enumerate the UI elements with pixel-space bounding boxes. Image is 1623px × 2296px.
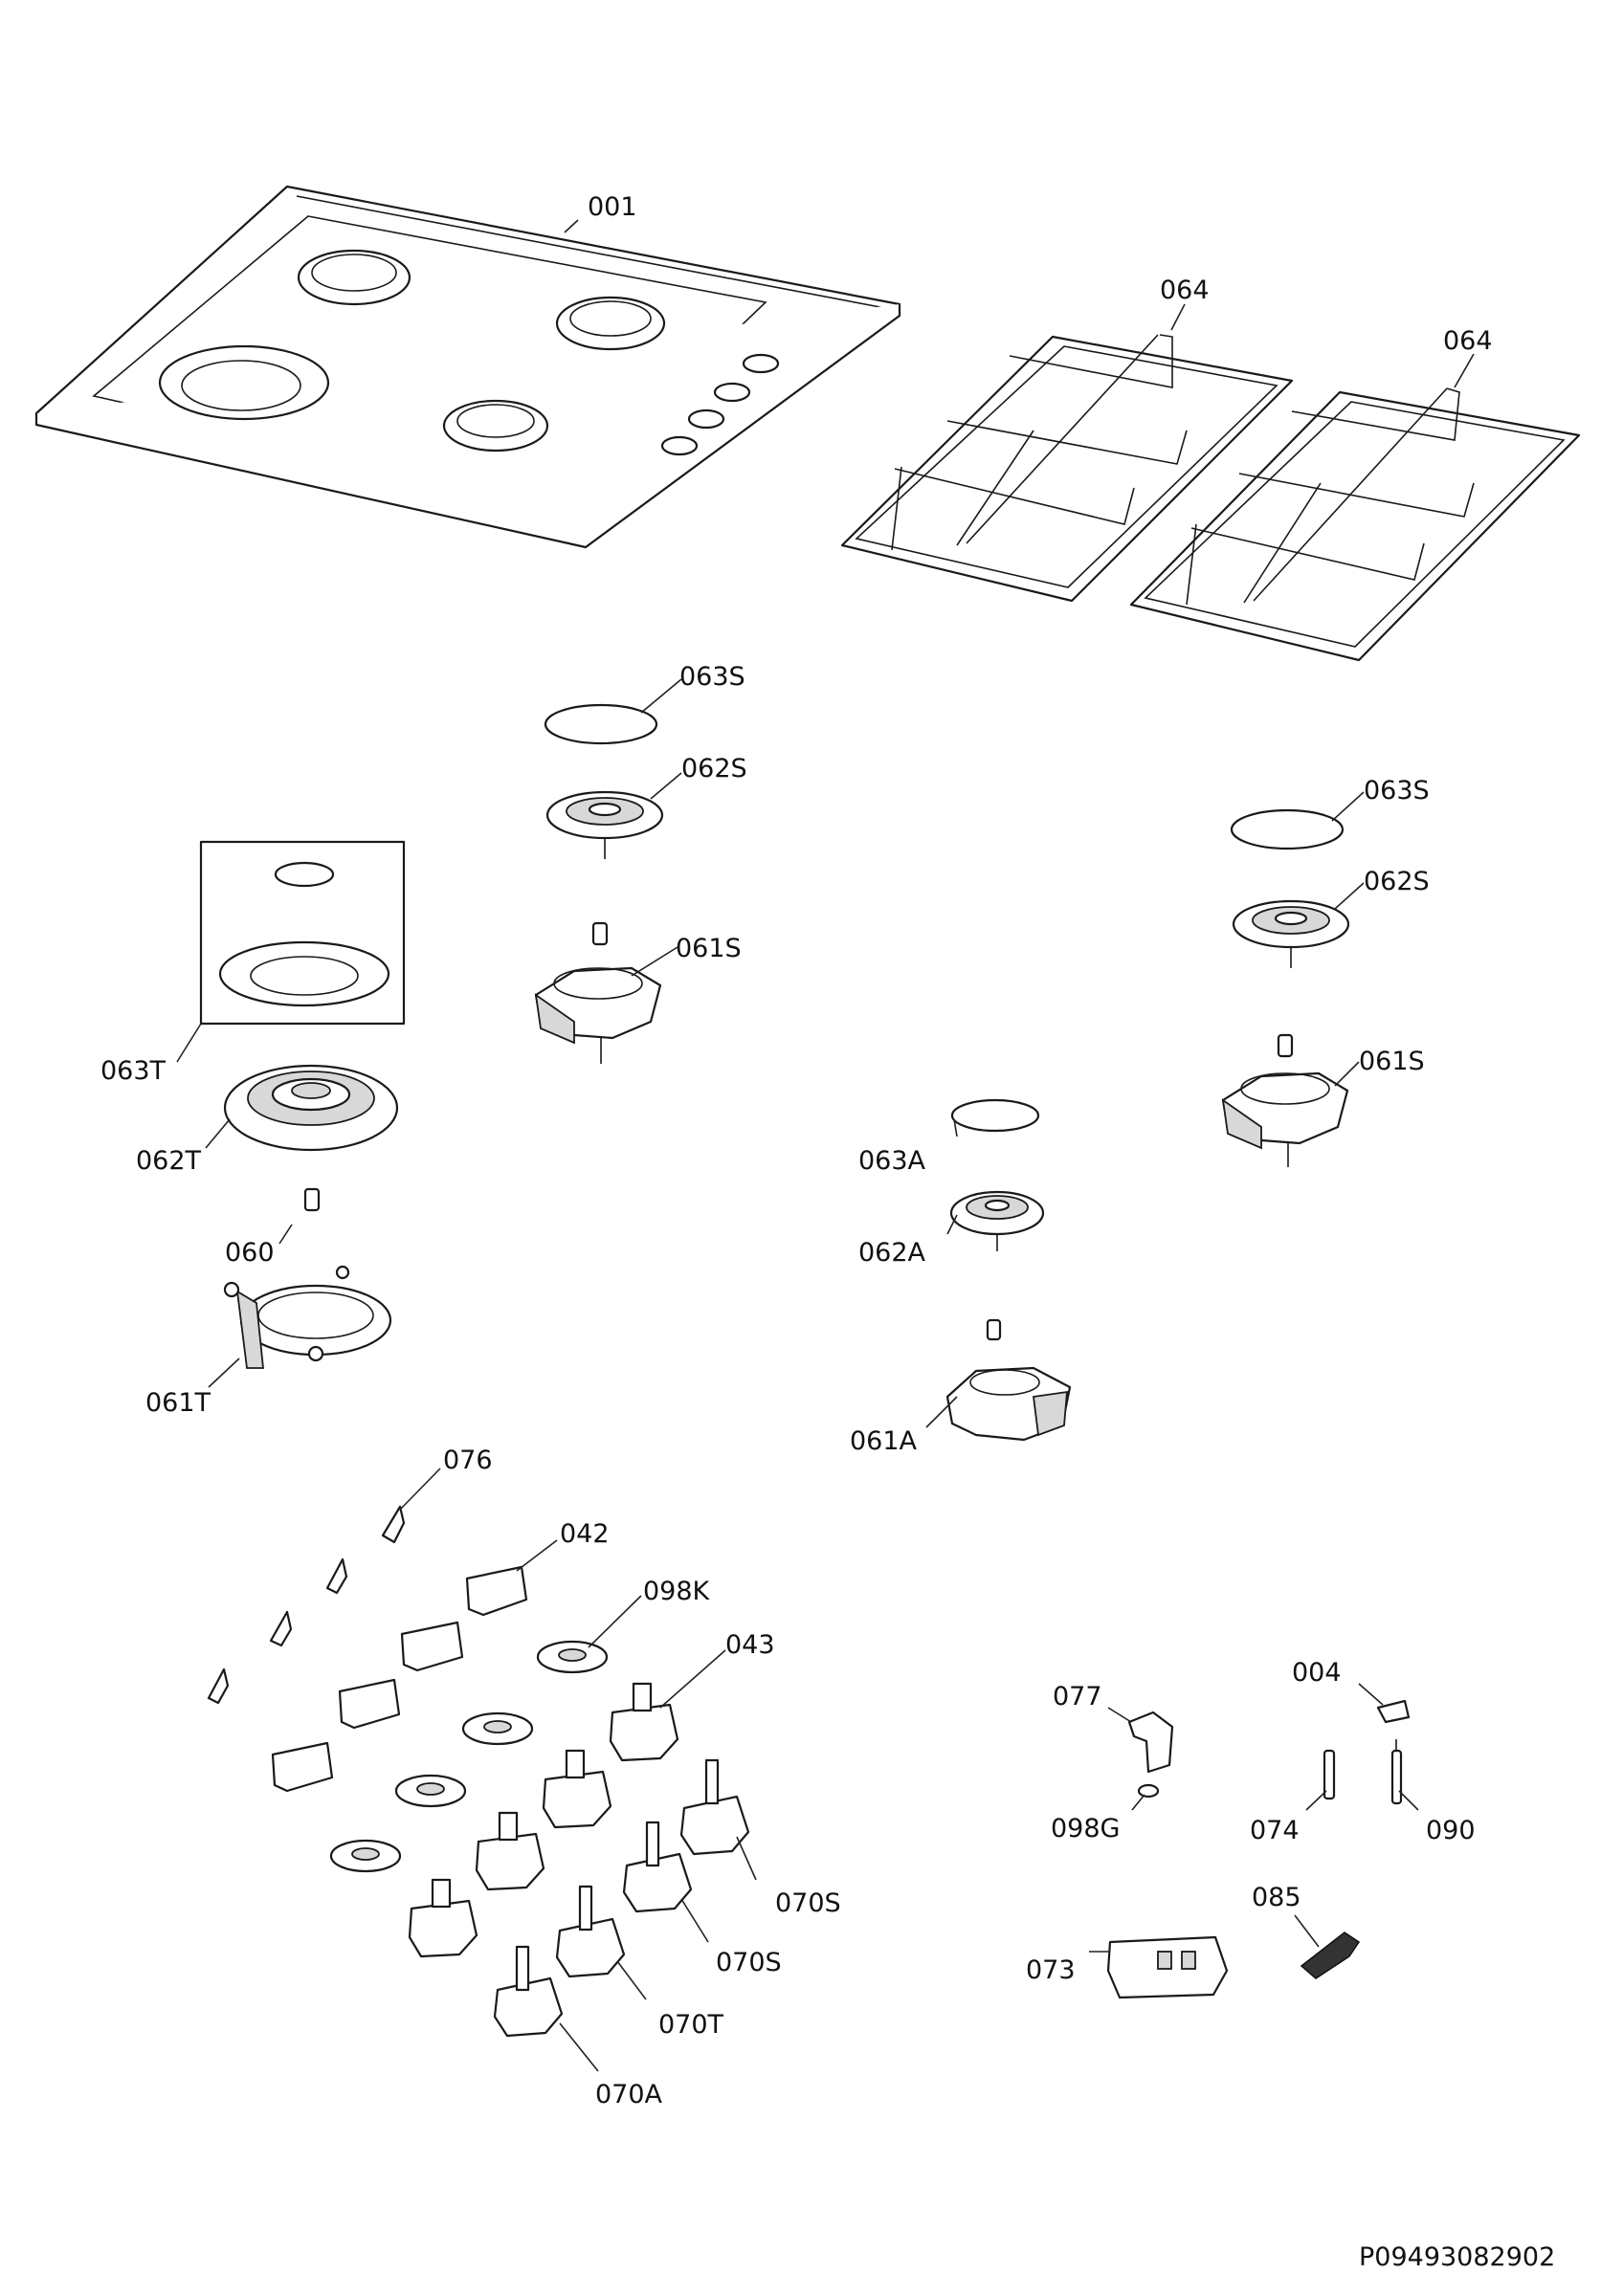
label-042: 042 (560, 1519, 610, 1549)
label-070t: 070T (658, 2010, 724, 2040)
label-043: 043 (725, 1630, 775, 1660)
part-063s-cap-a[interactable] (544, 703, 658, 745)
label-004: 004 (1292, 1658, 1342, 1688)
label-064-left: 064 (1160, 276, 1210, 305)
part-098k-seals[interactable] (329, 1640, 609, 1873)
part-060-injector[interactable] (303, 1187, 321, 1212)
label-070s-a: 070S (775, 1888, 841, 1918)
drawing-code: P09493082902 (1359, 2242, 1555, 2272)
part-062s-crown-a[interactable] (545, 790, 664, 859)
part-076-clips[interactable] (207, 1505, 406, 1705)
label-063s-b: 063S (1364, 776, 1430, 806)
label-063s-a: 063S (679, 662, 745, 692)
label-001: 001 (588, 192, 637, 222)
part-042-knobs[interactable] (271, 1565, 528, 1793)
part-074-thermocouple[interactable] (1323, 1749, 1336, 1800)
label-085: 085 (1252, 1883, 1301, 1912)
part-070a-valve[interactable] (493, 1945, 564, 2038)
part-070s-valve-b[interactable] (622, 1821, 693, 1913)
part-085-clamp[interactable] (1300, 1932, 1361, 1979)
label-061s-b: 061S (1359, 1047, 1425, 1076)
label-061t: 061T (145, 1388, 211, 1418)
part-062s-crown-b[interactable] (1232, 899, 1350, 968)
part-061s-burner-base-b[interactable] (1221, 1033, 1349, 1167)
part-077-elbow-connector[interactable] (1127, 1711, 1174, 1774)
label-061a: 061A (850, 1426, 918, 1456)
part-073-ignition-unit[interactable] (1106, 1935, 1229, 1999)
label-061s-a: 061S (676, 934, 742, 963)
label-063t: 063T (100, 1056, 167, 1086)
label-063a: 063A (858, 1146, 926, 1176)
label-062s-b: 062S (1364, 867, 1430, 896)
label-070a: 070A (595, 2080, 663, 2109)
part-labels: 001 064 064 063S 062S 061S 063S 062S 061… (100, 192, 1493, 2109)
part-062t-crown[interactable] (223, 1064, 399, 1152)
label-073: 073 (1026, 1955, 1076, 1985)
part-063a-cap[interactable] (950, 1098, 1040, 1133)
leader-lines (176, 219, 1475, 2072)
part-064-pan-support-right[interactable] (1129, 387, 1581, 662)
part-098g-seal[interactable] (1137, 1783, 1160, 1799)
label-090: 090 (1426, 1816, 1476, 1845)
label-062t: 062T (136, 1146, 202, 1176)
part-061a-burner-base[interactable] (945, 1318, 1072, 1442)
label-098g: 098G (1051, 1814, 1120, 1843)
label-076: 076 (443, 1446, 493, 1475)
part-070t-valve[interactable] (555, 1885, 626, 1978)
label-077: 077 (1053, 1682, 1102, 1711)
part-090-spark-plug[interactable] (1390, 1739, 1403, 1805)
label-098k: 098K (643, 1577, 711, 1606)
part-070s-valve-a[interactable] (679, 1758, 750, 1856)
part-061s-burner-base-a[interactable] (534, 921, 662, 1064)
part-061t-burner-base[interactable] (223, 1265, 392, 1369)
label-062a: 062A (858, 1238, 926, 1268)
part-063t-caps-inset[interactable] (199, 840, 406, 1026)
label-064-right: 064 (1443, 326, 1493, 356)
part-043-taps[interactable] (408, 1682, 679, 1958)
label-060: 060 (225, 1238, 275, 1268)
label-062s-a: 062S (681, 754, 747, 784)
part-062a-crown[interactable] (949, 1190, 1045, 1251)
part-063s-cap-b[interactable] (1230, 808, 1345, 850)
label-074: 074 (1250, 1816, 1300, 1845)
label-070s-b: 070S (716, 1948, 782, 1977)
part-064-pan-support-left[interactable] (840, 334, 1294, 603)
part-001-hob-top[interactable] (34, 185, 901, 549)
part-004-clip[interactable] (1376, 1699, 1411, 1724)
